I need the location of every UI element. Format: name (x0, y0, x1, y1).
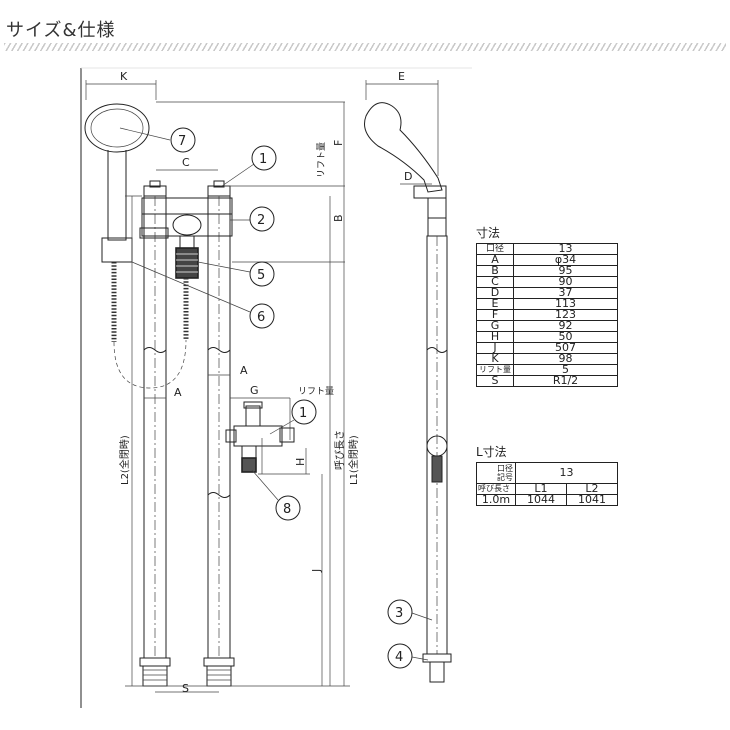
table-row-key: S (476, 375, 514, 387)
l-table-cell: 1044 (515, 494, 567, 506)
table-row-value: 37 (513, 287, 618, 299)
balloon-7: 7 (119, 127, 196, 153)
l-table-bore: 13 (515, 462, 618, 484)
right-riser-pipe (203, 195, 235, 687)
dimensions-table-title: 寸法 (476, 226, 501, 240)
dim-label-c: C (182, 156, 190, 169)
svg-text:1: 1 (259, 152, 267, 167)
dim-label-d: D (404, 170, 412, 183)
svg-text:3: 3 (395, 606, 403, 621)
l-table-cell: 1041 (566, 494, 618, 506)
table-row-key: K (476, 353, 514, 365)
balloon-1-top: 1 (221, 145, 277, 187)
hatched-divider (4, 43, 726, 51)
dim-label-k: K (120, 70, 128, 83)
dim-label-s: S (182, 682, 189, 695)
dim-label-e: E (398, 70, 405, 83)
dim-label-j: J (310, 569, 323, 573)
table-header-row: 口径 13 (476, 243, 618, 255)
left-riser-pipe (139, 195, 171, 687)
svg-text:1: 1 (299, 406, 307, 421)
table-row: 1.0m 1044 1041 (476, 494, 618, 506)
l-table-corner-mid: 記号 (497, 473, 513, 482)
svg-text:8: 8 (283, 502, 291, 517)
l-table: 口径 記号 13 呼び長さ L1 L2 1.0m 1044 1041 (476, 462, 618, 506)
balloon-6: 6 (131, 261, 275, 329)
balloon-3: 3 (387, 599, 433, 625)
svg-text:6: 6 (257, 310, 265, 325)
balloon-2: 2 (230, 206, 275, 232)
l-table-block: L寸法 口径 記号 13 呼び長さ L1 L2 1.0m 1044 1041 (476, 443, 618, 506)
l-table-corner-top: 口径 (497, 464, 513, 473)
balloon-5: 5 (197, 261, 275, 287)
svg-text:7: 7 (178, 134, 186, 149)
dim-label-spout: 呼び長さ (334, 430, 346, 470)
dim-label-f: F (332, 140, 345, 146)
stop-valve (225, 401, 295, 474)
valve-body (141, 180, 233, 279)
svg-text:2: 2 (257, 213, 265, 228)
dim-label-lift-top: リフト量 (316, 142, 327, 178)
svg-text:4: 4 (395, 650, 403, 665)
dim-label-a-right: A (240, 364, 248, 377)
dim-label-a-left: A (174, 386, 182, 399)
section-title: サイズ&仕様 (6, 20, 116, 41)
l-table-cell: 1.0m (476, 494, 516, 506)
l-table-title: L寸法 (476, 445, 507, 459)
balloon-1-lower: 1 (269, 399, 317, 435)
table-row-value: R1/2 (513, 375, 618, 387)
dim-label-l1: L1(全閉時) (347, 435, 360, 485)
hose-loop (113, 339, 187, 389)
section-header: サイズ&仕様 (4, 0, 726, 62)
svg-text:5: 5 (257, 268, 265, 283)
dimension-lines (85, 80, 350, 693)
hand-shower (84, 103, 169, 263)
l-table-corner-cell: 口径 記号 (476, 462, 516, 484)
dim-label-b: B (332, 214, 345, 222)
dim-label-g: G (250, 384, 259, 397)
dim-label-lift-g: リフト量 (298, 386, 334, 397)
balloon-8: 8 (251, 469, 301, 521)
dim-label-l2: L2(全閉時) (118, 435, 131, 485)
dim-label-h: H (294, 458, 307, 466)
balloon-4: 4 (387, 643, 429, 669)
side-view (364, 80, 452, 683)
